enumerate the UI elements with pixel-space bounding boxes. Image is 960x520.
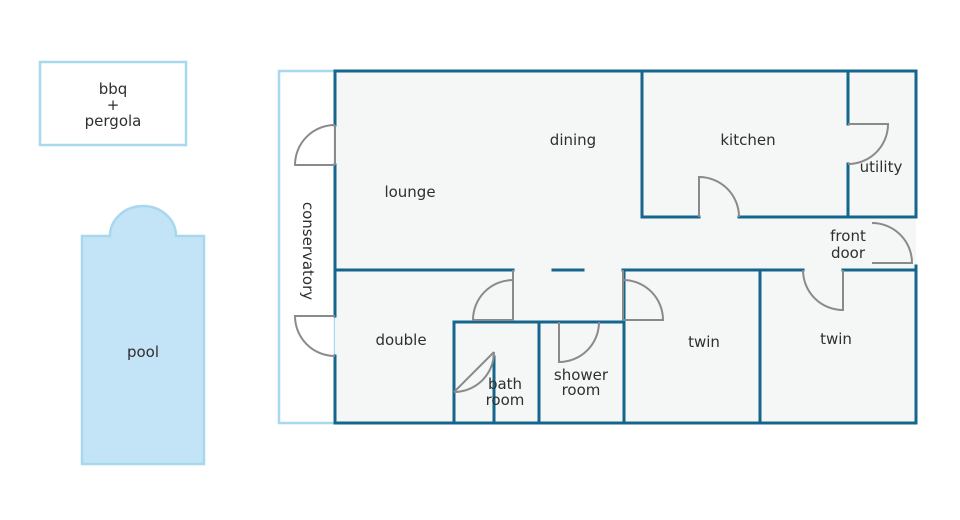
lounge-label: lounge [384,183,435,201]
pool [80,204,206,466]
double-hall-door [471,270,514,321]
kitchen-label: kitchen [720,131,775,149]
dining-label: dining [550,131,596,149]
twin-label-1: twin [688,333,720,351]
shower-door [558,321,600,364]
utility-door [847,123,890,165]
kitchen-door [698,175,740,218]
utility-label: utility [860,158,903,176]
bbq-plus-label: + [107,96,120,114]
conservatory-lounge-door [293,124,336,166]
double-label: double [375,331,426,349]
twin-hall-door [802,269,844,312]
bathroom-room-label: room [486,391,525,409]
bbq-pergola-area [38,60,188,147]
pool-label: pool [127,343,159,361]
shower-label: shower [554,366,609,384]
doors [293,123,914,393]
pergola-label: pergola [85,112,142,130]
shower-room-label: room [562,381,601,399]
door-label: door [831,244,866,262]
front-label: front [830,227,866,245]
twin-label-2: twin [820,330,852,348]
conservatory-double-door [293,315,336,357]
bathroom-door [453,351,495,393]
bath-label: bath [488,375,522,393]
front-door [871,222,914,264]
house-walls [333,69,918,425]
twin-left-hall-door [622,270,665,321]
bbq-label: bbq [99,80,128,98]
conservatory-label: conservatory [299,202,317,300]
